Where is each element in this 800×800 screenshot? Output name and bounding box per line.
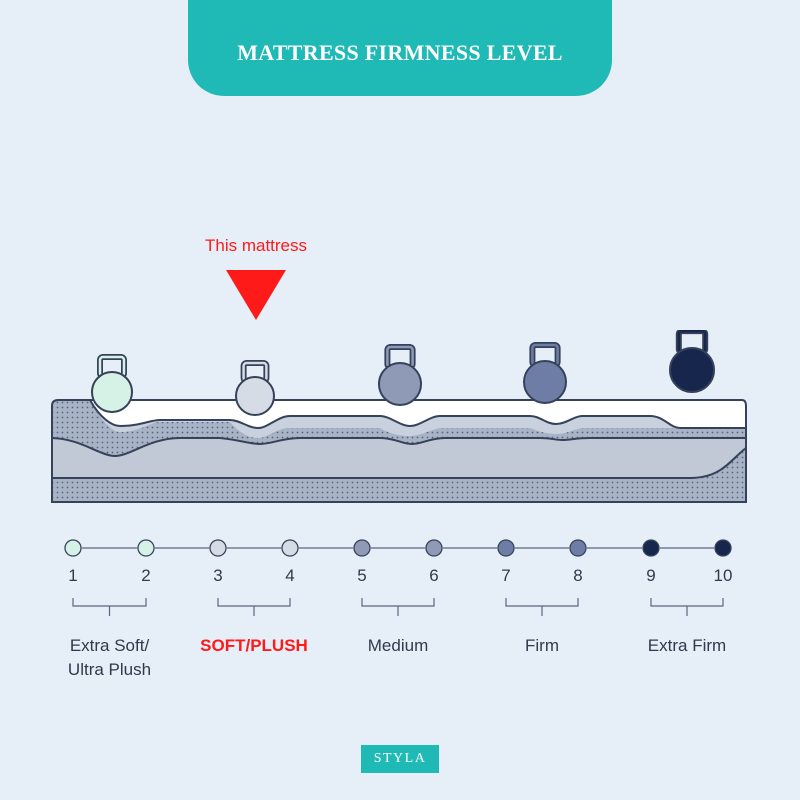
kettlebell-icon [523,342,567,404]
level-dot-4 [281,539,299,557]
brand-logo: STYLA [361,745,439,773]
level-dot-9 [642,539,660,557]
level-dot-5 [353,539,371,557]
firmness-scale [64,539,732,616]
group-label: Medium [367,636,429,655]
mattress-illustration [51,330,747,503]
level-number: 4 [285,566,295,585]
kettlebell-icon [235,359,275,416]
this-mattress-annotation: This mattress [204,236,308,255]
kettlebell-icon [378,344,422,406]
page-title: MATTRESS FIRMNESS LEVEL [237,40,563,65]
kettlebell-icon [91,354,133,413]
group-bracket [361,598,435,616]
level-dot-7 [497,539,515,557]
group-label: Firm [525,636,559,655]
mattress-layers [52,400,746,502]
level-number: 2 [141,566,151,585]
level-number: 7 [501,566,511,585]
group-label: Extra Firm [647,636,727,655]
level-number: 8 [573,566,583,585]
level-number: 1 [68,566,78,585]
kettlebell-weights [91,330,715,416]
group-label-selected: SOFT/PLUSH [200,636,308,655]
kettlebell-icon [669,330,715,393]
level-dot-2 [137,539,155,557]
group-bracket [505,598,579,616]
level-number: 9 [646,566,656,585]
level-dot-3 [209,539,227,557]
level-number: 3 [213,566,223,585]
level-number: 6 [429,566,439,585]
title-banner: MATTRESS FIRMNESS LEVEL [188,0,612,96]
pointer-triangle-icon [226,270,286,320]
level-number: 10 [713,566,733,585]
group-bracket [72,598,147,616]
level-number: 5 [357,566,367,585]
group-bracket [650,598,724,616]
level-dot-1 [64,539,82,557]
group-label: Extra Soft/Ultra Plush [67,636,152,679]
group-bracket [217,598,291,616]
level-dot-8 [569,539,587,557]
level-dot-6 [425,539,443,557]
level-dot-10 [714,539,732,557]
